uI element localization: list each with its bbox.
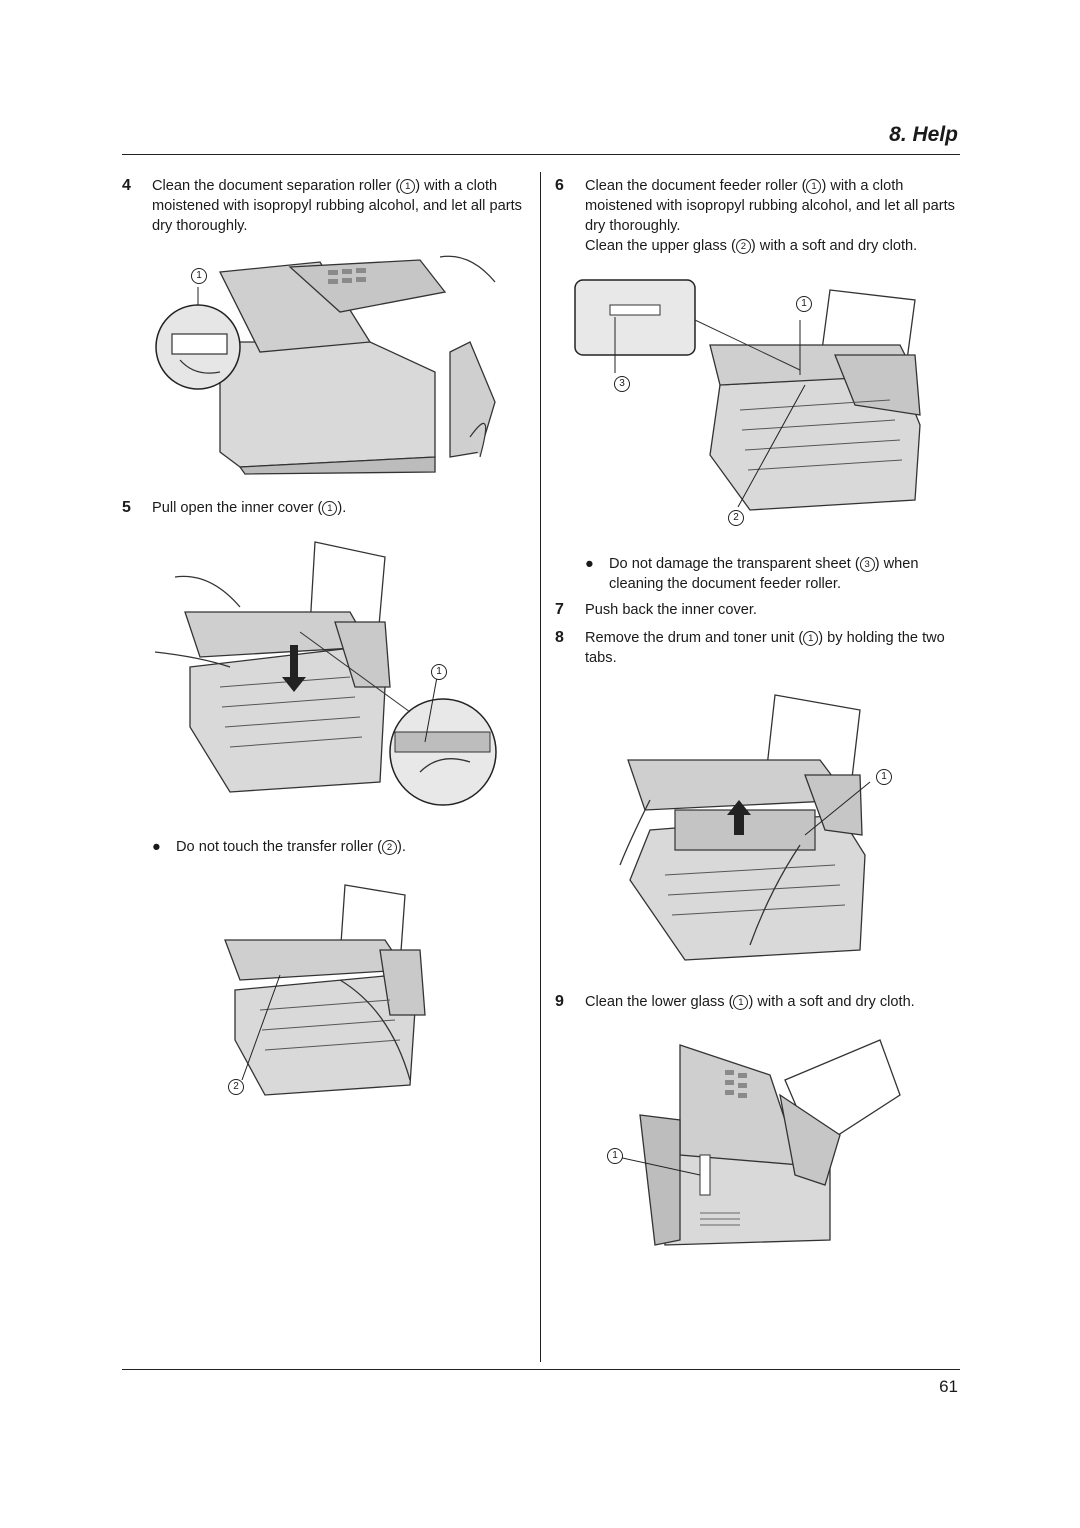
note-text: Do not damage the transparent sheet (3) … <box>609 556 919 592</box>
bullet-dot: ● <box>152 839 161 855</box>
note-transfer-roller: ● Do not touch the transfer roller (2). <box>152 837 532 857</box>
figure-step8-drum-toner <box>619 694 871 961</box>
figure-callout: 1 <box>876 769 892 785</box>
column-divider <box>540 172 541 1362</box>
step-6: 6 Clean the document feeder roller (1) w… <box>555 176 960 256</box>
figure-callout: 3 <box>614 376 630 392</box>
step-4: 4 Clean the document separation roller (… <box>122 176 527 236</box>
step-number: 7 <box>555 601 564 618</box>
step-number: 4 <box>122 177 131 194</box>
figure-step9-lower-glass <box>617 1039 901 1246</box>
step-text-2: Clean the upper glass (2) with a soft an… <box>585 238 918 254</box>
callout-marker: 2 <box>382 840 398 855</box>
callout-marker: 1 <box>322 501 338 516</box>
figure-callout: 1 <box>431 664 447 680</box>
step-number: 5 <box>122 499 131 516</box>
step-text: Clean the document feeder roller (1) wit… <box>585 178 955 234</box>
callout-marker: 1 <box>400 179 416 194</box>
step-text: Push back the inner cover. <box>585 602 757 618</box>
figure-step5-inner-cover <box>154 541 497 806</box>
step-7: 7 Push back the inner cover. <box>555 600 960 620</box>
step-number: 6 <box>555 177 564 194</box>
bullet-dot: ● <box>585 556 594 572</box>
note-transparent-sheet: ● Do not damage the transparent sheet (3… <box>585 554 960 594</box>
figure-step4-separation-roller <box>155 255 496 475</box>
callout-marker: 2 <box>735 239 751 254</box>
figure-transfer-roller <box>224 884 426 1096</box>
page-number: 61 <box>939 1377 958 1396</box>
step-number: 9 <box>555 993 564 1010</box>
step-text: Remove the drum and toner unit (1) by ho… <box>585 630 945 666</box>
figure-step6-feeder-roller <box>574 279 921 511</box>
step-text: Clean the document separation roller (1)… <box>152 178 522 234</box>
figure-callout: 1 <box>191 268 207 284</box>
figure-callout: 1 <box>796 296 812 312</box>
figure-callout: 1 <box>607 1148 623 1164</box>
callout-marker: 1 <box>733 995 749 1010</box>
callout-marker: 3 <box>859 557 875 572</box>
step-number: 8 <box>555 629 564 646</box>
figure-callout: 2 <box>228 1079 244 1095</box>
step-8: 8 Remove the drum and toner unit (1) by … <box>555 628 960 668</box>
step-text: Pull open the inner cover (1). <box>152 500 347 516</box>
step-9: 9 Clean the lower glass (1) with a soft … <box>555 992 960 1012</box>
callout-marker: 1 <box>803 631 819 646</box>
callout-marker: 1 <box>806 179 822 194</box>
footer-rule <box>122 1369 960 1370</box>
header-rule <box>122 154 960 155</box>
step-5: 5 Pull open the inner cover (1). <box>122 498 527 518</box>
step-text: Clean the lower glass (1) with a soft an… <box>585 994 915 1010</box>
section-title: 8. Help <box>889 123 958 146</box>
figure-callout: 2 <box>728 510 744 526</box>
note-text: Do not touch the transfer roller (2). <box>176 839 406 855</box>
